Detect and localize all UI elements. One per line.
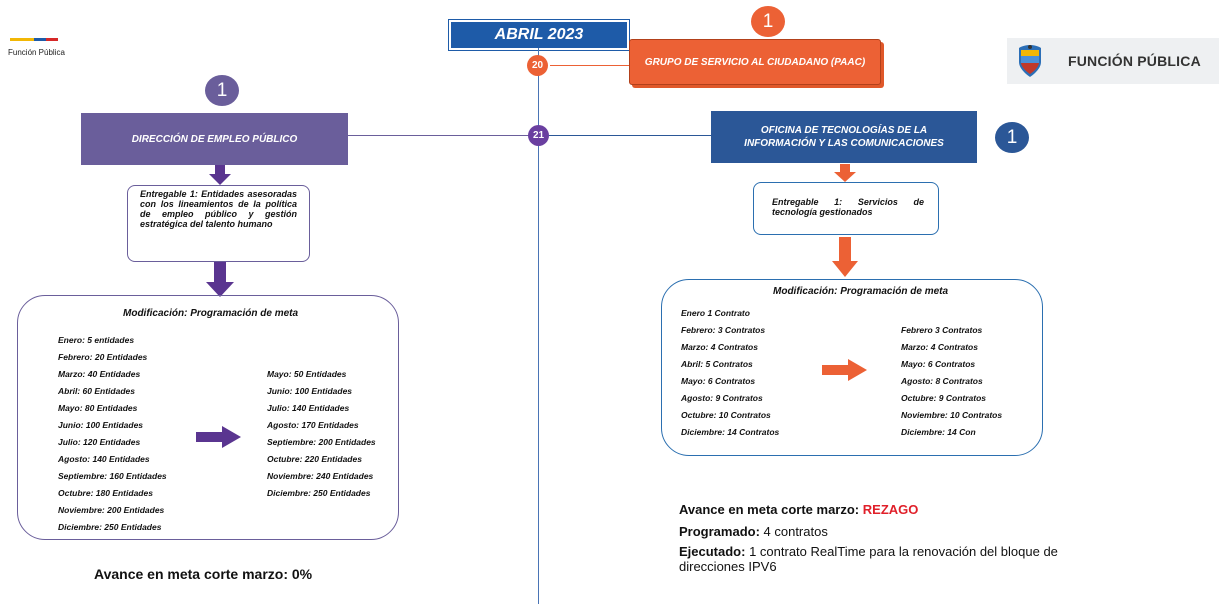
list-item: Noviembre: 200 Entidades: [58, 505, 165, 515]
connector-21-right: [549, 135, 711, 136]
list-item: Septiembre: 160 Entidades: [58, 471, 167, 481]
list-item: Octubre: 180 Entidades: [58, 488, 153, 498]
list-item: Diciembre: 14 Con: [901, 427, 976, 437]
right-executed-label: Ejecutado:: [679, 544, 746, 559]
brand-logo-text: FUNCIÓN PÚBLICA: [1068, 53, 1201, 69]
right-meta-title: Modificación: Programación de meta: [773, 286, 949, 297]
list-item: Agosto: 170 Entidades: [267, 420, 359, 430]
right-arrow-right-icon: [822, 359, 867, 381]
list-item: Febrero: 20 Entidades: [58, 352, 148, 362]
month-header: ABRIL 2023: [449, 20, 629, 50]
list-item: Febrero: 3 Contratos: [681, 325, 766, 335]
list-item: Mayo: 50 Entidades: [267, 369, 347, 379]
list-item: Junio: 100 Entidades: [267, 386, 353, 396]
right-executed-value: 1 contrato RealTime para la renovación d…: [679, 544, 1058, 574]
list-item: Abril: 5 Contratos: [681, 359, 753, 369]
list-item: Enero 1 Contrato: [681, 308, 750, 318]
connector-20: [550, 65, 630, 66]
right-progress-label: Avance en meta corte marzo:: [679, 502, 863, 517]
list-item: Octubre: 9 Contratos: [901, 393, 987, 403]
flag-stripes: [10, 38, 58, 41]
brand-small: Función Pública: [8, 48, 65, 57]
list-item: Marzo: 40 Entidades: [58, 369, 141, 379]
right-executed-line: Ejecutado: 1 contrato RealTime para la r…: [679, 544, 1099, 574]
left-title: DIRECCIÓN DE EMPLEO PÚBLICO: [131, 133, 298, 145]
right-title: OFICINA DE TECNOLOGÍAS DE LA INFORMACIÓN…: [744, 125, 944, 149]
list-item: Diciembre: 250 Entidades: [267, 488, 371, 498]
connector-21-left: [348, 135, 530, 136]
right-programmed-label: Programado:: [679, 524, 760, 539]
list-item: Junio: 100 Entidades: [58, 420, 144, 430]
left-meta-title: Modificación: Programación de meta: [123, 308, 299, 319]
timeline-line: [538, 48, 539, 604]
right-arrow-down-1-icon: [834, 164, 856, 182]
day-21-marker: 21: [528, 125, 549, 146]
paac-box: GRUPO DE SERVICIO AL CIUDADANO (PAAC): [629, 39, 881, 85]
coat-of-arms-icon: [1019, 45, 1041, 77]
right-programmed-line: Programado: 4 contratos: [679, 522, 1099, 542]
left-arrow-right-icon: [196, 426, 241, 448]
right-arrow-down-2-icon: [832, 237, 858, 277]
list-item: Abril: 60 Entidades: [58, 386, 135, 396]
right-meta-box: [661, 279, 1043, 456]
list-item: Marzo: 4 Contratos: [901, 342, 978, 352]
list-item: Octubre: 10 Contratos: [681, 410, 771, 420]
list-item: Diciembre: 250 Entidades: [58, 522, 162, 532]
right-count-badge: 1: [995, 122, 1029, 153]
list-item: Agosto: 8 Contratos: [901, 376, 983, 386]
right-before-list: Enero 1 Contrato Febrero: 3 Contratos Ma…: [681, 308, 779, 444]
funcion-publica-logo: FUNCIÓN PÚBLICA: [1007, 38, 1219, 84]
left-arrow-down-2-icon: [206, 262, 234, 297]
list-item: Septiembre: 200 Entidades: [267, 437, 376, 447]
list-item: Julio: 120 Entidades: [58, 437, 141, 447]
list-item: Agosto: 9 Contratos: [681, 393, 763, 403]
list-item: Diciembre: 14 Contratos: [681, 427, 780, 437]
list-item: Enero: 5 entidades: [58, 335, 135, 345]
list-item: Octubre: 220 Entidades: [267, 454, 362, 464]
left-progress: Avance en meta corte marzo: 0%: [94, 566, 313, 582]
left-title-box: DIRECCIÓN DE EMPLEO PÚBLICO: [81, 113, 348, 165]
right-deliverable: Entregable 1: Servicios de tecnología ge…: [753, 182, 939, 235]
left-count-badge: 1: [205, 75, 239, 106]
list-item: Agosto: 140 Entidades: [58, 454, 150, 464]
paac-title: GRUPO DE SERVICIO AL CIUDADANO (PAAC): [644, 56, 866, 68]
list-item: Noviembre: 240 Entidades: [267, 471, 374, 481]
left-after-list: Mayo: 50 Entidades Junio: 100 Entidades …: [267, 369, 376, 505]
left-meta-box: [17, 295, 399, 540]
right-title-box: OFICINA DE TECNOLOGÍAS DE LA INFORMACIÓN…: [711, 111, 977, 163]
list-item: Febrero 3 Contratos: [901, 325, 983, 335]
paac-count-badge: 1: [751, 6, 785, 37]
right-programmed-value: 4 contratos: [759, 524, 828, 539]
list-item: Mayo: 6 Contratos: [901, 359, 976, 369]
right-status: Avance en meta corte marzo: REZAGO Progr…: [679, 500, 1099, 574]
left-before-list: Enero: 5 entidades Febrero: 20 Entidades…: [58, 335, 167, 539]
day-20-marker: 20: [527, 55, 548, 76]
list-item: Mayo: 6 Contratos: [681, 376, 756, 386]
list-item: Julio: 140 Entidades: [267, 403, 350, 413]
left-arrow-down-1-icon: [209, 165, 231, 185]
right-progress-line: Avance en meta corte marzo: REZAGO: [679, 500, 1099, 520]
list-item: Mayo: 80 Entidades: [58, 403, 138, 413]
right-progress-value: REZAGO: [862, 502, 919, 517]
list-item: Marzo: 4 Contratos: [681, 342, 758, 352]
list-item: Noviembre: 10 Contratos: [901, 410, 1003, 420]
left-deliverable: Entregable 1: Entidades asesoradas con l…: [127, 185, 310, 262]
right-after-list: Febrero 3 Contratos Marzo: 4 Contratos M…: [901, 325, 1002, 444]
